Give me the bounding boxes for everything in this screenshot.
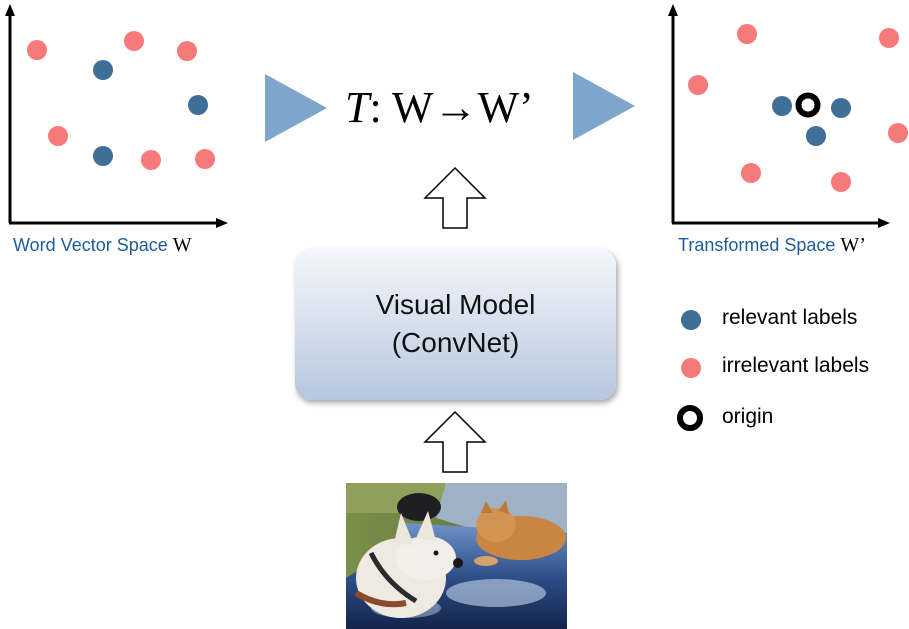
irrelevant-point [888, 123, 908, 143]
transform-mapping: : W→W’ [369, 83, 534, 132]
model-title: Visual Model [375, 289, 536, 320]
y-axis-arrowhead [668, 4, 678, 16]
relevant-point [772, 96, 792, 116]
legend-irrelevant-label: irrelevant labels [722, 354, 870, 377]
relevant-point [93, 146, 113, 166]
left-caption-text: Word Vector Space [13, 235, 168, 255]
input-image-dog-and-cat [346, 483, 567, 629]
right-triangle-arrow [573, 72, 635, 140]
irrelevant-point [48, 126, 68, 146]
legend-origin-ring [677, 405, 703, 431]
up-arrow-top [423, 166, 487, 229]
irrelevant-point [831, 172, 851, 192]
right-plot-caption: Transformed Space W’ [678, 234, 866, 257]
legend-irrelevant-dot [681, 358, 701, 378]
irrelevant-point [177, 41, 197, 61]
relevant-point [831, 98, 851, 118]
transformation-formula: T: W→W’ [345, 82, 534, 133]
irrelevant-point [688, 75, 708, 95]
transform-symbol: T [345, 83, 370, 132]
x-axis-arrowhead [216, 218, 228, 228]
left-plot-caption: Word Vector Space W [13, 234, 192, 257]
x-axis-arrowhead [878, 218, 890, 228]
relevant-point [188, 95, 208, 115]
word-vector-space-plot [5, 4, 228, 228]
legend-relevant-dot [681, 310, 701, 330]
irrelevant-point [124, 31, 144, 51]
left-triangle-arrow [265, 74, 327, 142]
irrelevant-point [141, 150, 161, 170]
up-arrow-bottom [423, 410, 487, 473]
origin-point [795, 92, 821, 118]
right-caption-text: Transformed Space [678, 235, 836, 255]
legend-origin-label: origin [722, 405, 774, 428]
transformed-space-plot [668, 4, 908, 228]
y-axis-arrowhead [5, 4, 15, 16]
irrelevant-point [737, 24, 757, 44]
model-subtitle: (ConvNet) [391, 327, 520, 358]
relevant-point [93, 60, 113, 80]
irrelevant-point [741, 163, 761, 183]
irrelevant-point [27, 40, 47, 60]
legend-relevant-label: relevant labels [722, 306, 858, 329]
right-caption-symbol: W’ [840, 234, 866, 256]
relevant-point [806, 126, 826, 146]
irrelevant-point [879, 28, 899, 48]
left-caption-symbol: W [172, 234, 192, 256]
visual-model-box: Visual Model (ConvNet) [295, 249, 616, 400]
irrelevant-point [195, 149, 215, 169]
